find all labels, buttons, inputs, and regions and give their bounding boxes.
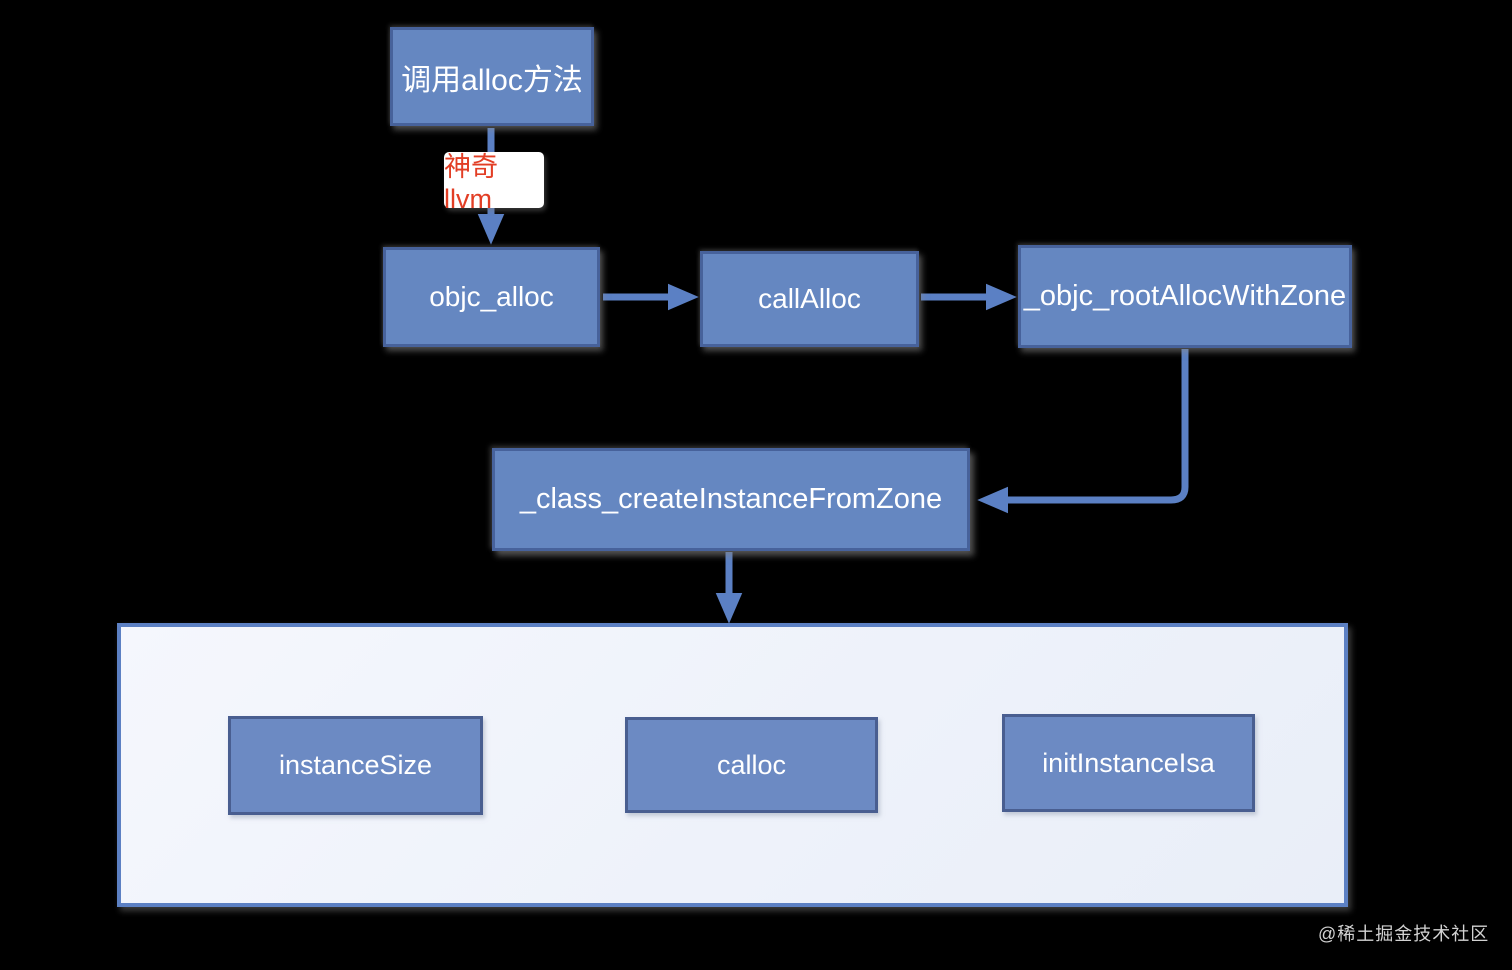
node-class-createinstancefromzone: _class_createInstanceFromZone	[492, 448, 970, 551]
node-objc-alloc: objc_alloc	[383, 247, 600, 347]
node-call-alloc-method-label: 调用alloc方法	[401, 63, 583, 97]
node-call-alloc-method: 调用alloc方法	[390, 27, 594, 126]
node-calloc: calloc	[625, 717, 878, 813]
node-instancesize-label: instanceSize	[278, 750, 433, 780]
node-initinstanceisa-label: initInstanceIsa	[1042, 747, 1215, 778]
node-callalloc-label: callAlloc	[758, 283, 861, 314]
juejin-watermark: @稀土掘金技术社区	[1318, 924, 1490, 944]
node-objc-rootallocwithzone-label: _objc_rootAllocWithZone	[1023, 280, 1347, 312]
edge-label-llvm-text: 神奇llvm	[444, 152, 498, 214]
node-callalloc: callAlloc	[700, 251, 919, 347]
node-class-createinstancefromzone-label: _class_createInstanceFromZone	[519, 483, 943, 515]
node-objc-alloc-label: objc_alloc	[429, 281, 554, 312]
node-calloc-label: calloc	[716, 749, 787, 780]
node-instancesize: instanceSize	[228, 716, 483, 815]
edge-label-llvm: 神奇llvm	[444, 152, 544, 214]
node-objc-rootallocwithzone: _objc_rootAllocWithZone	[1018, 245, 1352, 348]
node-initinstanceisa: initInstanceIsa	[1002, 714, 1255, 812]
arrow-rootallocwithzone-to-createinstancefromzone	[977, 349, 1189, 514]
